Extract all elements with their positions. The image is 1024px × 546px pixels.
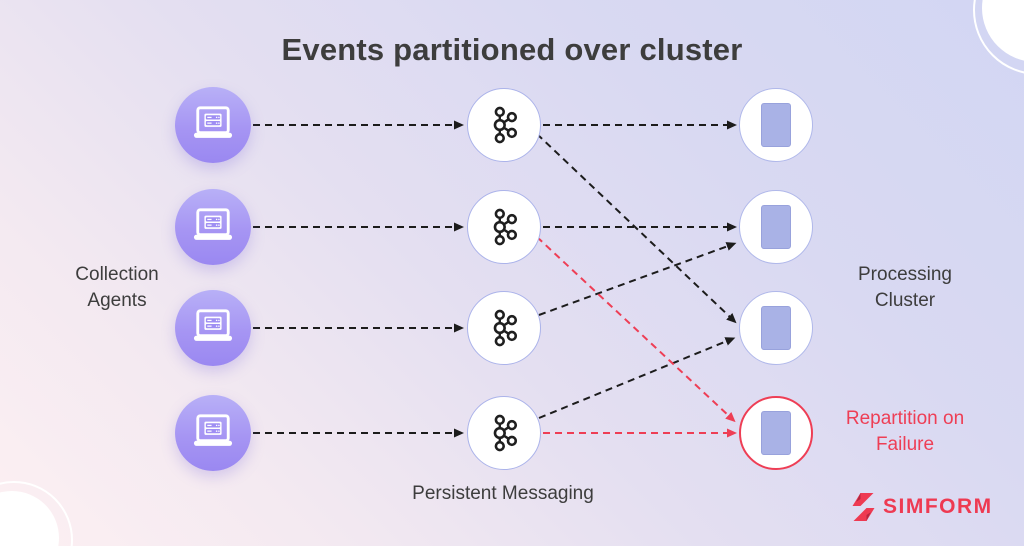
laptop-icon bbox=[193, 414, 233, 446]
messaging-node-1 bbox=[467, 88, 541, 162]
server-partition-icon bbox=[761, 411, 791, 455]
collection-agent-node-1 bbox=[175, 87, 251, 163]
laptop-icon bbox=[193, 309, 233, 341]
simform-s-mark-icon bbox=[852, 493, 875, 521]
laptop-icon bbox=[193, 208, 233, 240]
server-partition-icon bbox=[761, 103, 791, 147]
kafka-icon bbox=[493, 414, 518, 452]
kafka-icon bbox=[493, 309, 518, 347]
collection-agent-node-4 bbox=[175, 395, 251, 471]
processing-node-2 bbox=[739, 190, 813, 264]
kafka-icon bbox=[493, 106, 518, 144]
edge-messaging4-processing3 bbox=[538, 337, 736, 419]
processing-node-3 bbox=[739, 291, 813, 365]
processing-cluster-label: Processing Cluster bbox=[858, 264, 952, 311]
messaging-node-2 bbox=[467, 190, 541, 264]
collection-agent-node-3 bbox=[175, 290, 251, 366]
processing-node-4-failed bbox=[739, 396, 813, 470]
edge-messaging3-processing2 bbox=[538, 242, 737, 316]
messaging-node-4 bbox=[467, 396, 541, 470]
kafka-icon bbox=[493, 208, 518, 246]
server-partition-icon bbox=[761, 205, 791, 249]
collection-agent-node-2 bbox=[175, 189, 251, 265]
edge-messaging2-processing4-repartition bbox=[536, 236, 736, 423]
messaging-node-3 bbox=[467, 291, 541, 365]
persistent-messaging-label: Persistent Messaging bbox=[412, 483, 594, 504]
repartition-on-failure-label: Repartition on Failure bbox=[845, 408, 965, 455]
page-title: Events partitioned over cluster bbox=[281, 32, 743, 67]
laptop-icon bbox=[193, 106, 233, 138]
collection-agents-label: Collection Agents bbox=[75, 264, 159, 311]
processing-node-1 bbox=[739, 88, 813, 162]
brand-name: SIMFORM bbox=[883, 495, 993, 518]
edge-messaging1-processing3 bbox=[536, 133, 737, 324]
brand-logo: SIMFORM bbox=[850, 492, 993, 522]
server-partition-icon bbox=[761, 306, 791, 350]
